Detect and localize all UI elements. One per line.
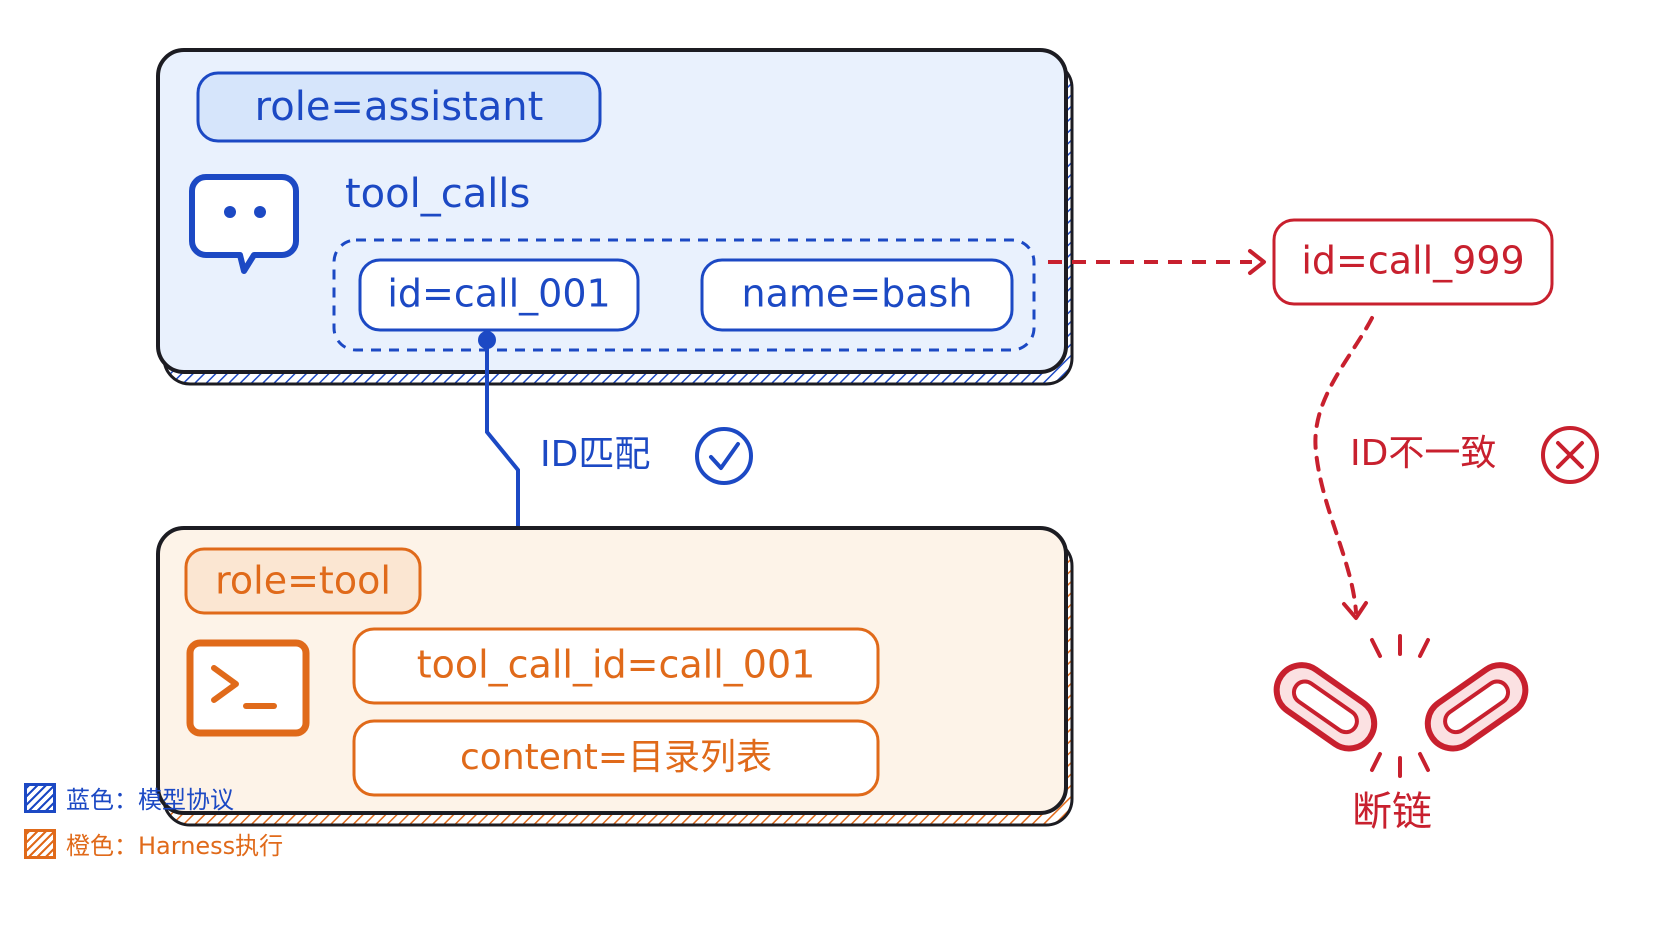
legend-orange-label: 橙色：Harness执行 <box>66 832 284 860</box>
legend-blue: 蓝色：模型协议 <box>24 780 234 815</box>
broken-chain-icon <box>1273 634 1529 778</box>
call-id-label: id=call_001 <box>387 272 610 316</box>
chat-bubble-icon <box>189 174 299 274</box>
broken-chain-label: 断链 <box>1352 789 1432 835</box>
wrong-id-pill: id=call_999 <box>1272 218 1554 306</box>
id-match-label: ID匹配 <box>540 434 650 475</box>
content-pill: content=目录列表 <box>352 719 880 797</box>
legend-orange: 橙色：Harness执行 <box>24 826 283 861</box>
role-assistant-label: role=assistant <box>255 84 544 130</box>
tool-calls-label: tool_calls <box>345 171 530 217</box>
tool-calls-container <box>332 238 1036 352</box>
content-label: content=目录列表 <box>460 737 772 778</box>
role-tool-label: role=tool <box>215 559 391 603</box>
tool-call-id-pill: tool_call_id=call_001 <box>352 627 880 705</box>
id-mismatch-label: ID不一致 <box>1350 433 1496 474</box>
cross-circle-icon <box>1541 426 1599 484</box>
wrong-id-label: id=call_999 <box>1301 239 1524 283</box>
legend-blue-label: 蓝色：模型协议 <box>66 786 234 814</box>
legend-blue-swatch <box>24 782 56 813</box>
tool-call-id-label: tool_call_id=call_001 <box>417 643 816 687</box>
legend-orange-swatch <box>24 828 56 859</box>
role-assistant-pill: role=assistant <box>196 71 602 143</box>
tool-name-pill: name=bash <box>700 258 1014 332</box>
call-id-pill: id=call_001 <box>358 258 640 332</box>
terminal-icon <box>186 639 310 737</box>
mismatch-arrow <box>1048 249 1266 275</box>
broken-link-arrow <box>1313 316 1374 620</box>
role-tool-pill: role=tool <box>184 547 422 615</box>
check-circle-icon <box>695 427 753 485</box>
tool-name-label: name=bash <box>742 272 973 316</box>
